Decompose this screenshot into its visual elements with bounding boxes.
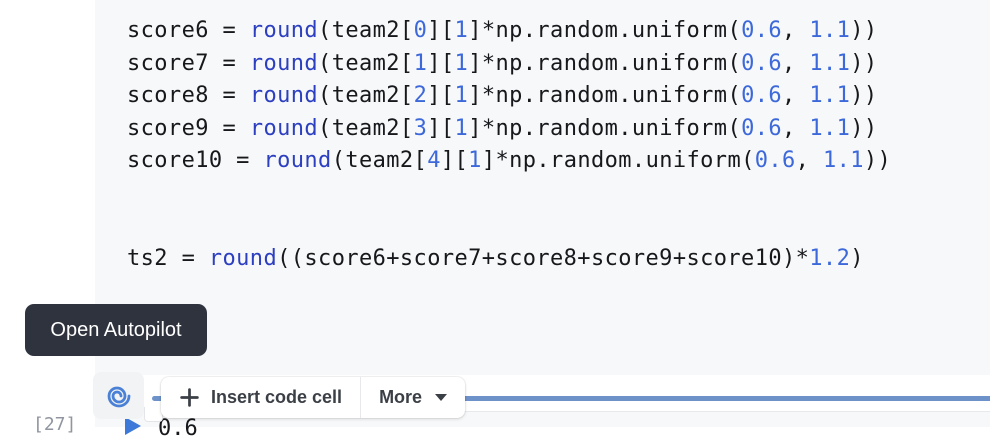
- insert-toolbar: Insert code cell More: [161, 377, 466, 418]
- code-line: [127, 210, 891, 243]
- cell-gap-strip: [0, 375, 990, 411]
- insert-code-cell-label: Insert code cell: [211, 387, 343, 407]
- more-label: More: [379, 387, 423, 407]
- cell-insert-divider[interactable]: [152, 396, 990, 401]
- more-button[interactable]: More: [361, 377, 465, 418]
- toolbar-separator: [360, 377, 362, 418]
- caret-down-icon: [435, 394, 448, 401]
- plus-icon: [179, 387, 200, 408]
- code-line: score8 = round(team2[2][1]*np.random.uni…: [127, 83, 878, 108]
- code-line: score7 = round(team2[1][1]*np.random.uni…: [127, 50, 878, 76]
- next-cell-code[interactable]: 0.6: [158, 416, 198, 441]
- code-cell[interactable]: score6 = round(team2[0][1]*np.random.uni…: [95, 0, 990, 375]
- code-line: score9 = round(team2[3][1]*np.random.uni…: [127, 115, 878, 141]
- insert-code-cell-button[interactable]: Insert code cell: [161, 377, 360, 418]
- play-icon[interactable]: [125, 417, 141, 435]
- code-editor[interactable]: score6 = round(team2[0][1]*np.random.uni…: [127, 15, 891, 275]
- tooltip-label: Open Autopilot: [50, 318, 182, 341]
- code-line: score10 = round(team2[4][1]*np.random.un…: [127, 148, 892, 173]
- open-autopilot-button[interactable]: [93, 372, 144, 419]
- spiral-icon: [104, 381, 134, 411]
- code-line: score6 = round(team2[0][1]*np.random.uni…: [127, 18, 878, 43]
- execution-count: [27]: [33, 414, 77, 435]
- code-line: [127, 178, 891, 211]
- autopilot-tooltip: Open Autopilot: [25, 304, 207, 356]
- code-line: ts2 = round((score6+score7+score8+score9…: [127, 245, 864, 271]
